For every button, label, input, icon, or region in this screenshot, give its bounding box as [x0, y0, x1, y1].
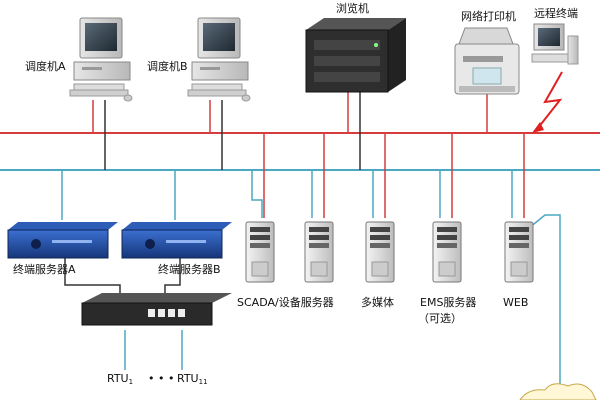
web-cloud-link [523, 214, 561, 385]
ts-switch-wires [64, 255, 183, 370]
browser-workstation-icon [305, 18, 406, 93]
multimedia-label: 多媒体 [361, 296, 394, 309]
terminal-server-b-label: 终端服务器B [158, 263, 221, 276]
scada-server-label: SCADA/设备服务器 [237, 296, 334, 309]
lower-drops [61, 133, 525, 220]
device-server-icon [304, 221, 334, 283]
rtu-first-label: RTU1 [107, 372, 134, 386]
multimedia-server-icon [365, 221, 395, 283]
remote-terminal-icon [531, 23, 579, 65]
rtu-last-label: RTU11 [177, 372, 208, 386]
terminal-server-a-icon [7, 222, 118, 259]
remote-terminal-label: 远程终端 [534, 7, 578, 20]
ems-server-label: EMS服务器 [420, 296, 477, 309]
cloud-shape [519, 383, 597, 400]
dispatcher-b-computer-icon [187, 17, 251, 102]
terminal-server-b-icon [121, 222, 232, 259]
scada-server-icon [245, 221, 275, 283]
switch-icon [81, 293, 232, 326]
ems-optional-label: （可选） [418, 312, 462, 325]
dispatcher-a-label: 调度机A [25, 60, 66, 73]
web-server-icon [504, 221, 534, 283]
dispatcher-a-computer-icon [69, 17, 133, 102]
network-printer-label: 网络打印机 [461, 10, 516, 23]
rtu-dots: • • • [148, 372, 175, 385]
network-printer-icon [454, 27, 520, 95]
browser-label: 浏览机 [336, 2, 369, 15]
wan-link-icon [537, 71, 563, 129]
web-label: WEB [503, 296, 529, 309]
upper-drops [92, 92, 488, 170]
terminal-server-a-label: 终端服务器A [13, 263, 76, 276]
dispatcher-b-label: 调度机B [147, 60, 188, 73]
ems-server-icon [432, 221, 462, 283]
